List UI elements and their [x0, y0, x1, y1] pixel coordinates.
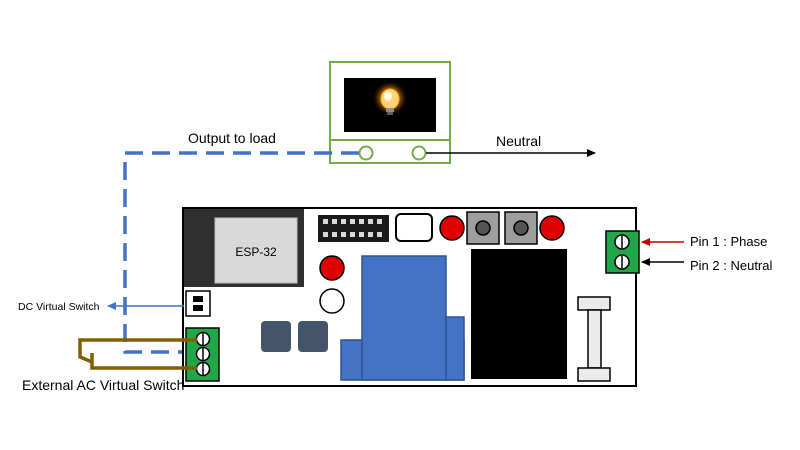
red-led-3 [319, 255, 345, 281]
mains-terminal-block [605, 230, 640, 274]
esp32-module: ESP-32 [184, 209, 304, 287]
red-led-1 [439, 215, 465, 241]
load-terminal-left [358, 145, 374, 161]
white-component [395, 213, 433, 242]
pin1-label: Pin 1 : Phase [690, 234, 767, 249]
light-bulb-icon [372, 82, 408, 118]
capacitor-2 [298, 321, 328, 352]
pin-header [318, 215, 389, 242]
relay-board: ESP-32 [182, 207, 640, 387]
dc-jumper [185, 290, 211, 317]
red-led-2 [539, 215, 565, 241]
relay [340, 255, 465, 381]
external-ac-switch-wire [78, 338, 197, 370]
external-ac-virtual-switch-label: External AC Virtual Switch [22, 377, 184, 393]
fuse-holder [577, 296, 611, 382]
white-led [319, 288, 345, 314]
output-to-load-wire [123, 151, 359, 354]
push-button-2 [504, 211, 538, 245]
load-bulb-box [329, 61, 451, 164]
esp32-label: ESP-32 [235, 245, 277, 259]
switch-terminal-block [185, 327, 220, 382]
neutral-label: Neutral [496, 133, 541, 149]
push-button-1 [466, 211, 500, 245]
black-power-module [471, 249, 567, 379]
capacitor-1 [261, 321, 291, 352]
pin2-label: Pin 2 : Neutral [690, 258, 772, 273]
load-terminal-right [411, 145, 427, 161]
output-to-load-label: Output to load [188, 130, 276, 146]
dc-virtual-switch-label: DC Virtual Switch [18, 301, 100, 313]
